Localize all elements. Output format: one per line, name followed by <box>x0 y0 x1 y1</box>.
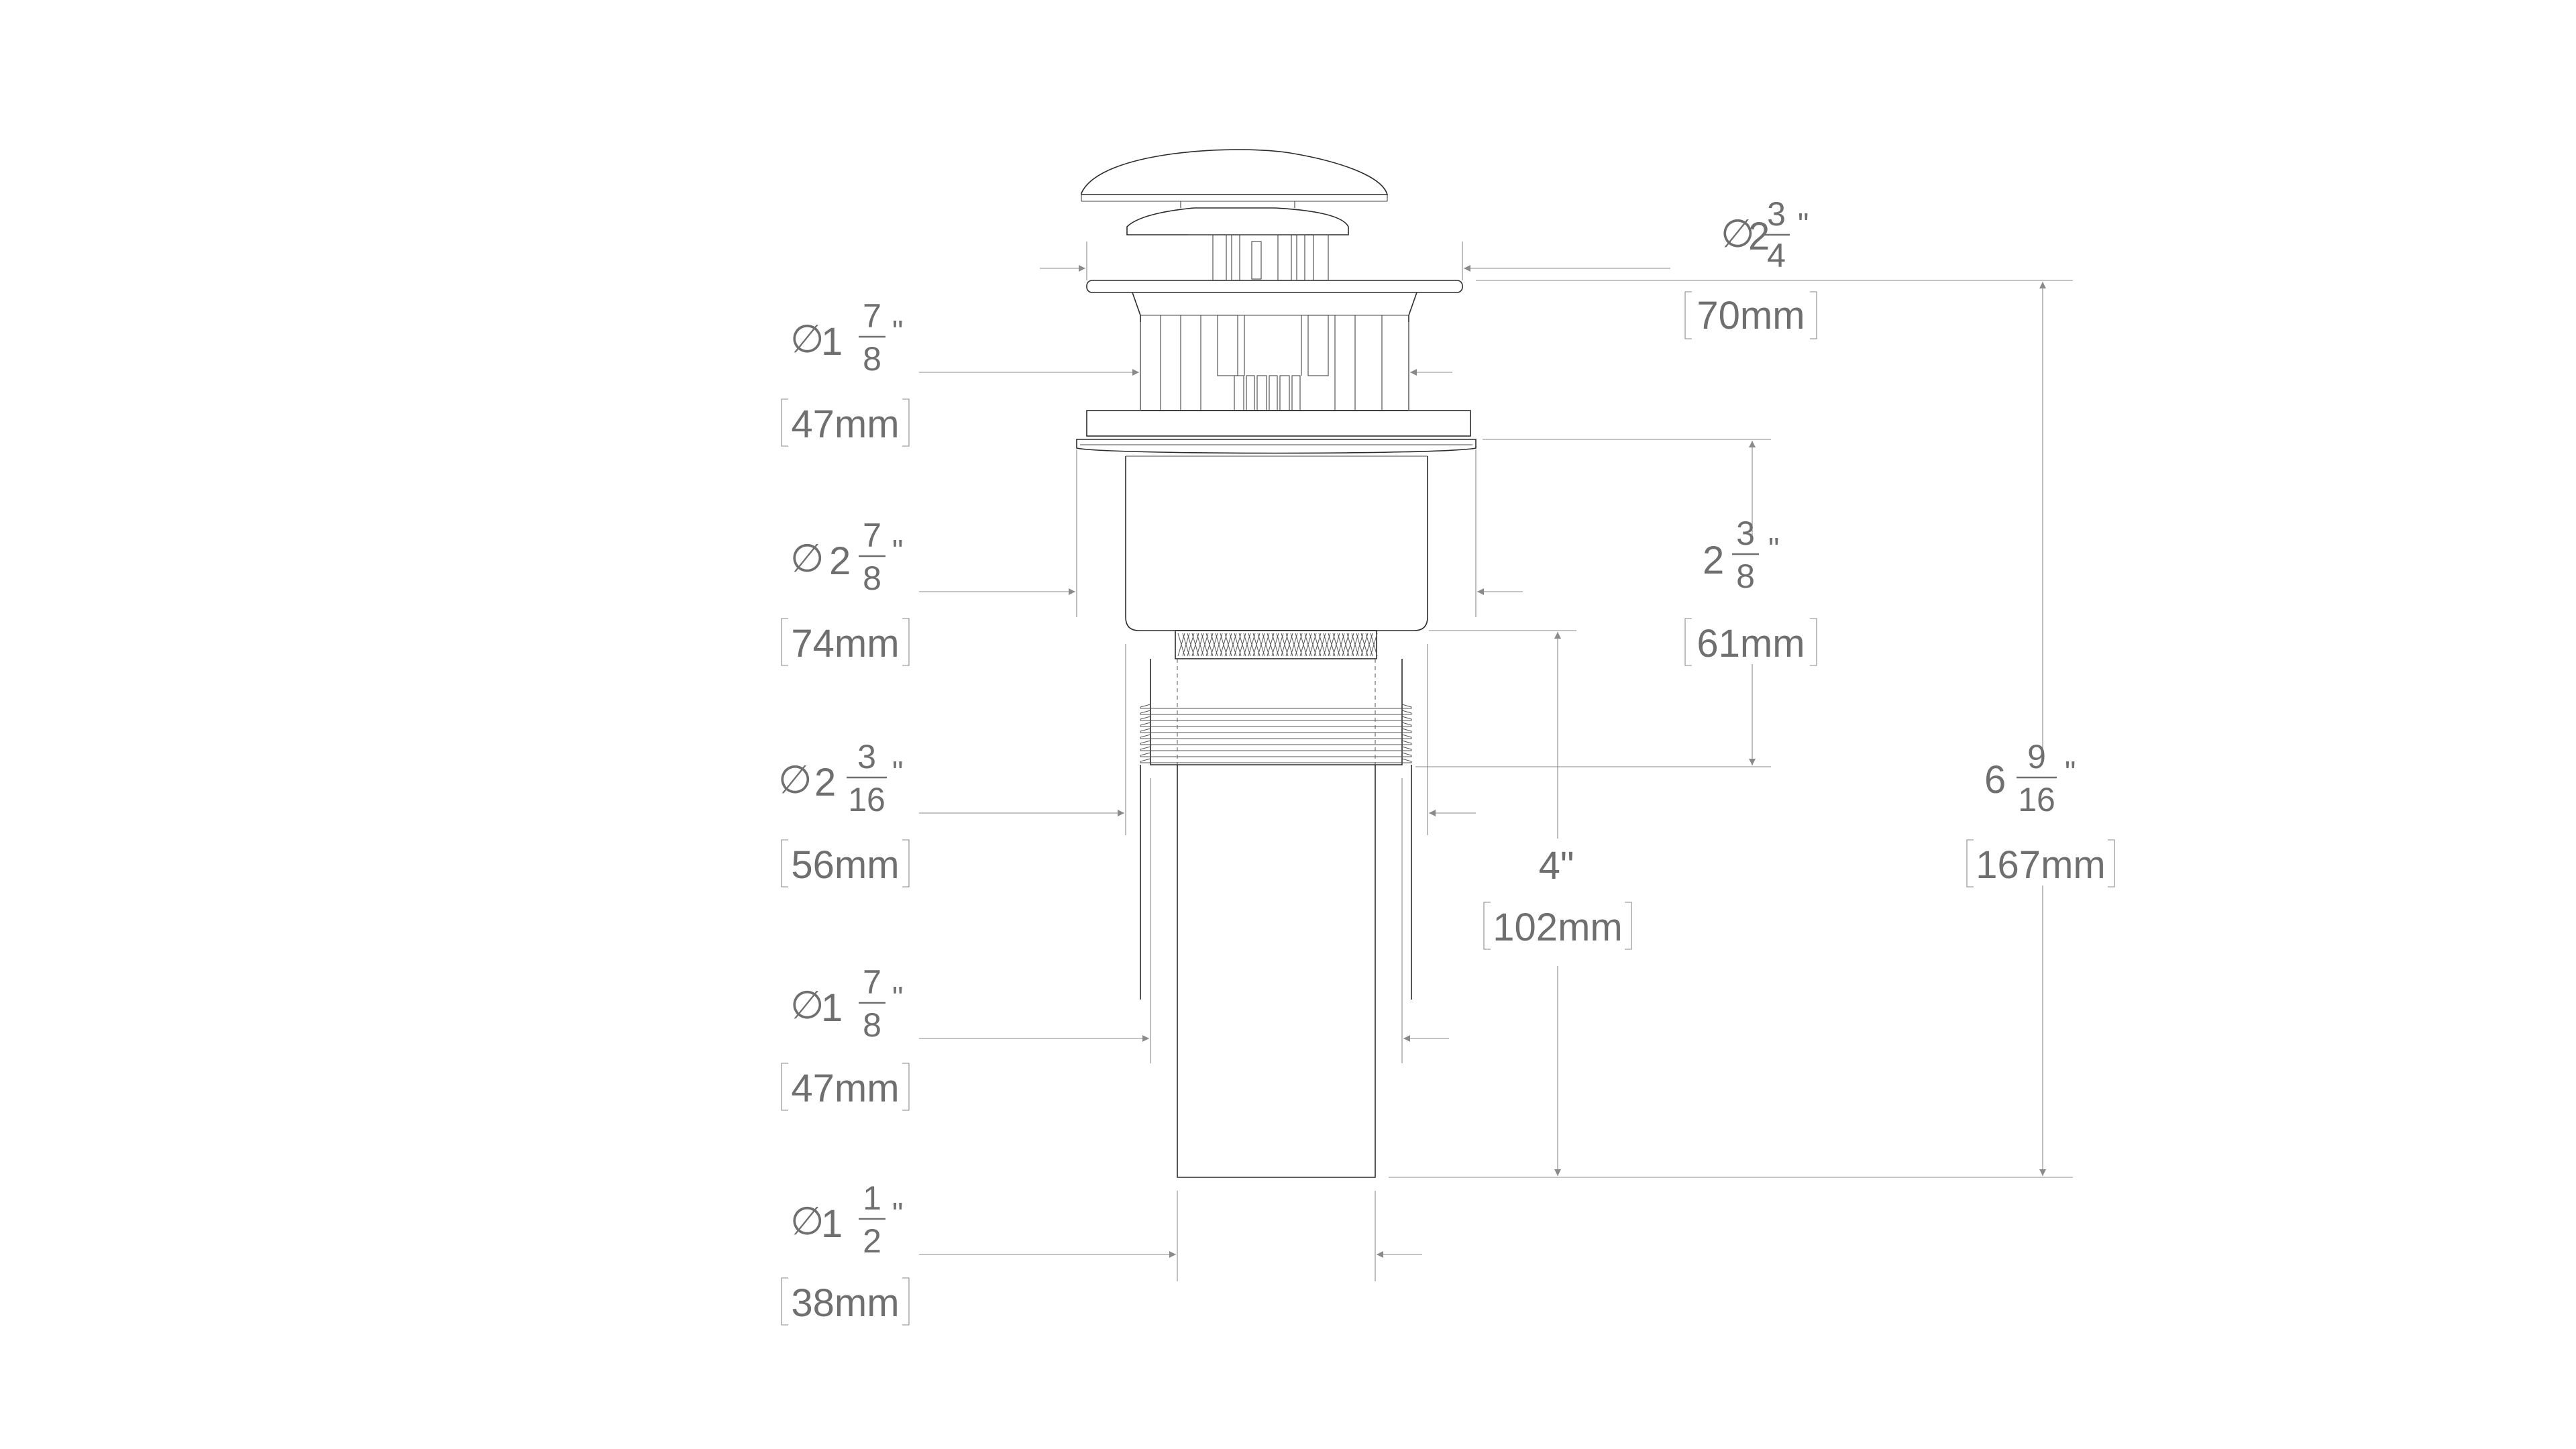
tail-tube <box>1177 765 1376 1178</box>
svg-text:": " <box>892 1196 903 1231</box>
cap-disc <box>1126 207 1349 235</box>
svg-text:6: 6 <box>1984 758 2006 802</box>
svg-text:7: 7 <box>863 963 881 1001</box>
label-tube-diameter: ∅ 1 7 8 " <box>790 963 903 1044</box>
metric-overall-height: 167mm <box>1966 839 2115 888</box>
svg-text:": " <box>1768 531 1779 566</box>
spring-rods <box>1234 375 1301 411</box>
svg-text:3: 3 <box>857 738 876 775</box>
svg-text:∅: ∅ <box>790 537 824 580</box>
svg-text:9: 9 <box>2027 738 2046 775</box>
svg-text:∅: ∅ <box>778 758 812 802</box>
svg-text:1: 1 <box>863 1179 881 1217</box>
svg-text:7: 7 <box>863 297 881 335</box>
upper-basket <box>1132 292 1417 411</box>
rim-plate <box>1086 280 1463 293</box>
label-body-diameter: ∅ 1 7 8 " <box>790 297 903 378</box>
svg-text:8: 8 <box>863 340 881 378</box>
svg-text:∅: ∅ <box>790 1199 824 1243</box>
stem-rods <box>1212 234 1329 281</box>
drain-part <box>1076 149 1477 1178</box>
svg-text:1: 1 <box>821 986 843 1030</box>
svg-text:": " <box>1798 207 1809 241</box>
knurl-pattern <box>1177 633 1378 657</box>
svg-text:": " <box>2065 755 2076 790</box>
metric-cap-diameter: 70mm <box>1684 291 1817 339</box>
svg-text:167mm: 167mm <box>1976 843 2105 887</box>
metric-tube-diameter: 47mm <box>781 1063 910 1111</box>
svg-text:3: 3 <box>1736 515 1755 552</box>
svg-text:": " <box>892 314 903 349</box>
label-flange-height: 2 3 8 " <box>1703 515 1779 595</box>
svg-text:2: 2 <box>829 539 851 583</box>
svg-text:3: 3 <box>1767 195 1786 233</box>
metric-flange-diameter: 74mm <box>781 618 910 666</box>
svg-text:8: 8 <box>1736 557 1755 595</box>
svg-text:102mm: 102mm <box>1493 906 1622 949</box>
metric-thread-diameter: 56mm <box>781 839 910 888</box>
svg-text:70mm: 70mm <box>1697 294 1805 337</box>
metric-tail-length: 102mm <box>1483 902 1632 950</box>
metric-tail-diameter: 38mm <box>781 1277 910 1326</box>
svg-text:": " <box>892 980 903 1015</box>
svg-text:4": 4" <box>1539 844 1574 888</box>
label-cap-diameter: ∅ 2 3 4 " <box>1721 195 1809 274</box>
svg-text:∅: ∅ <box>790 317 824 361</box>
svg-text:74mm: 74mm <box>791 622 899 665</box>
svg-text:8: 8 <box>863 559 881 597</box>
metric-body-diameter: 47mm <box>781 398 910 447</box>
svg-text:38mm: 38mm <box>791 1281 899 1325</box>
svg-text:2: 2 <box>1748 215 1770 258</box>
dome-cap <box>1081 149 1389 195</box>
svg-text:2: 2 <box>863 1222 881 1260</box>
diameter-symbol: ∅ <box>1721 212 1755 256</box>
svg-text:4: 4 <box>1767 237 1786 274</box>
svg-text:56mm: 56mm <box>791 843 899 887</box>
svg-text:": " <box>892 533 903 568</box>
svg-text:47mm: 47mm <box>791 402 899 446</box>
label-thread-diameter: ∅ 2 3 16 " <box>778 738 903 818</box>
svg-text:1: 1 <box>821 320 843 364</box>
svg-text:61mm: 61mm <box>1697 622 1805 665</box>
thread-section <box>1150 659 1403 765</box>
label-tail-length: 4" <box>1539 844 1574 888</box>
flange <box>1086 410 1471 437</box>
thread-lines <box>1140 704 1412 763</box>
metric-flange-height: 61mm <box>1684 618 1817 666</box>
svg-text:1: 1 <box>821 1202 843 1246</box>
svg-text:7: 7 <box>863 517 881 554</box>
svg-text:∅: ∅ <box>790 983 824 1027</box>
svg-text:2: 2 <box>1703 539 1724 582</box>
svg-text:47mm: 47mm <box>791 1067 899 1110</box>
svg-text:16: 16 <box>848 781 885 818</box>
label-tail-diameter: ∅ 1 1 2 " <box>790 1179 903 1260</box>
label-flange-diameter: ∅ 2 7 8 " <box>790 517 903 597</box>
svg-text:16: 16 <box>2018 781 2055 818</box>
body <box>1125 456 1428 631</box>
dimension-lines <box>919 241 2073 1281</box>
svg-text:": " <box>892 755 903 790</box>
svg-text:2: 2 <box>814 761 836 804</box>
svg-text:8: 8 <box>863 1006 881 1044</box>
basket-slots <box>1160 315 1383 411</box>
label-overall-height: 6 9 16 " <box>1984 738 2076 818</box>
knurled-nut <box>1175 630 1377 659</box>
